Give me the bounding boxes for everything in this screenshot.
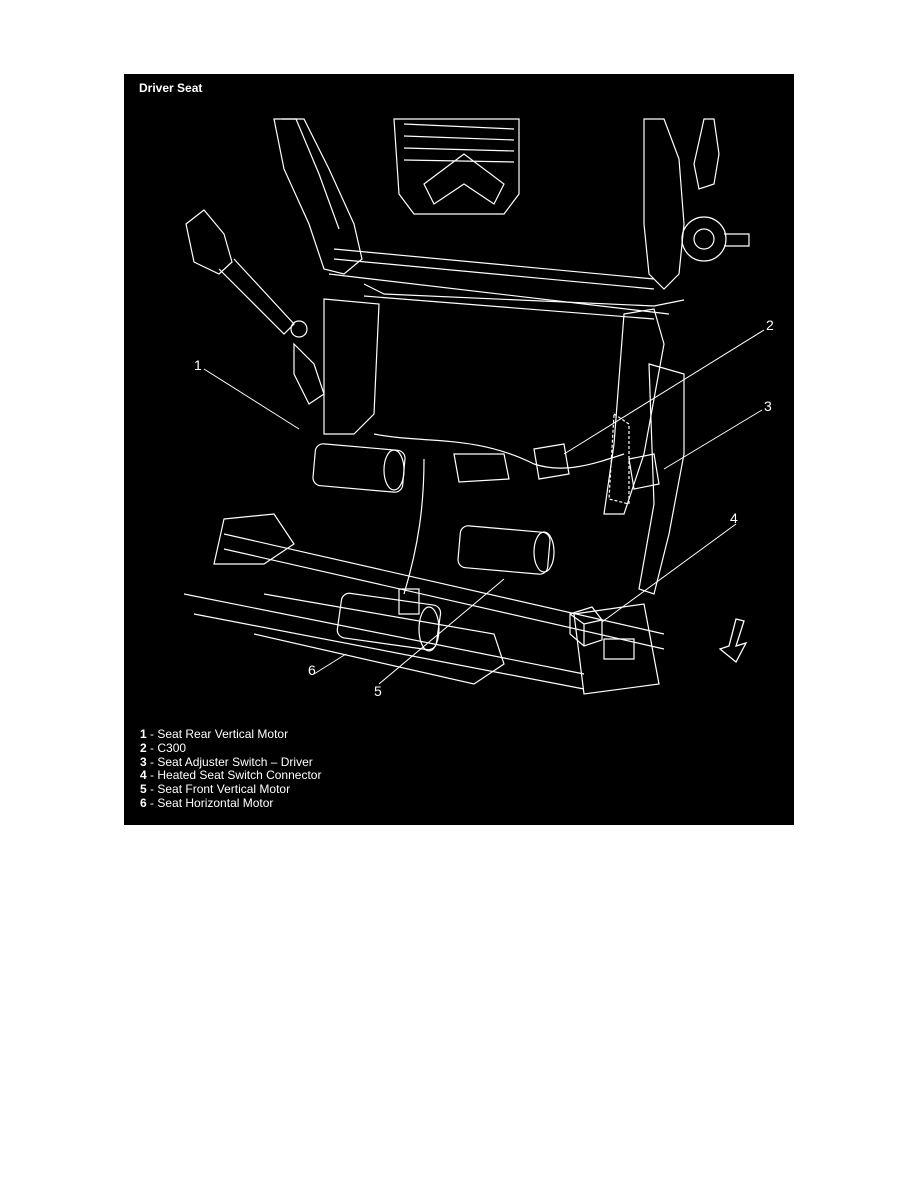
driver-seat-figure: Driver Seat	[124, 74, 794, 825]
legend-item: 4 - Heated Seat Switch Connector	[140, 768, 322, 783]
c300-connector	[373, 433, 625, 595]
legend-item: 5 - Seat Front Vertical Motor	[140, 782, 291, 797]
seat-back-frame	[273, 118, 750, 315]
seat-adjuster-switch	[608, 412, 660, 505]
horizontal-motor	[336, 588, 442, 652]
callout-4: 4	[730, 510, 738, 526]
rear-vertical-motor	[312, 443, 406, 493]
heated-seat-switch-connector	[569, 606, 603, 647]
seat-frame-line-drawing	[183, 118, 765, 695]
seat-belt-buckle	[185, 209, 325, 405]
arrow-down-left-icon	[718, 618, 748, 664]
callout-1: 1	[194, 357, 202, 373]
seat-rails	[183, 283, 685, 695]
callout-3: 3	[764, 398, 772, 414]
figure-title: Driver Seat	[139, 81, 203, 95]
callout-5: 5	[374, 683, 382, 699]
callout-leader-lines	[203, 329, 765, 685]
front-vertical-motor	[457, 525, 555, 575]
legend-item: 3 - Seat Adjuster Switch – Driver	[140, 754, 313, 769]
figure-legend: 1 - Seat Rear Vertical Motor 2 - C300 3 …	[140, 727, 322, 811]
legend-item: 6 - Seat Horizontal Motor	[140, 795, 274, 810]
legend-item: 2 - C300	[140, 740, 187, 755]
legend-item: 1 - Seat Rear Vertical Motor	[140, 727, 289, 741]
callout-2: 2	[766, 317, 774, 333]
callout-6: 6	[308, 662, 316, 678]
